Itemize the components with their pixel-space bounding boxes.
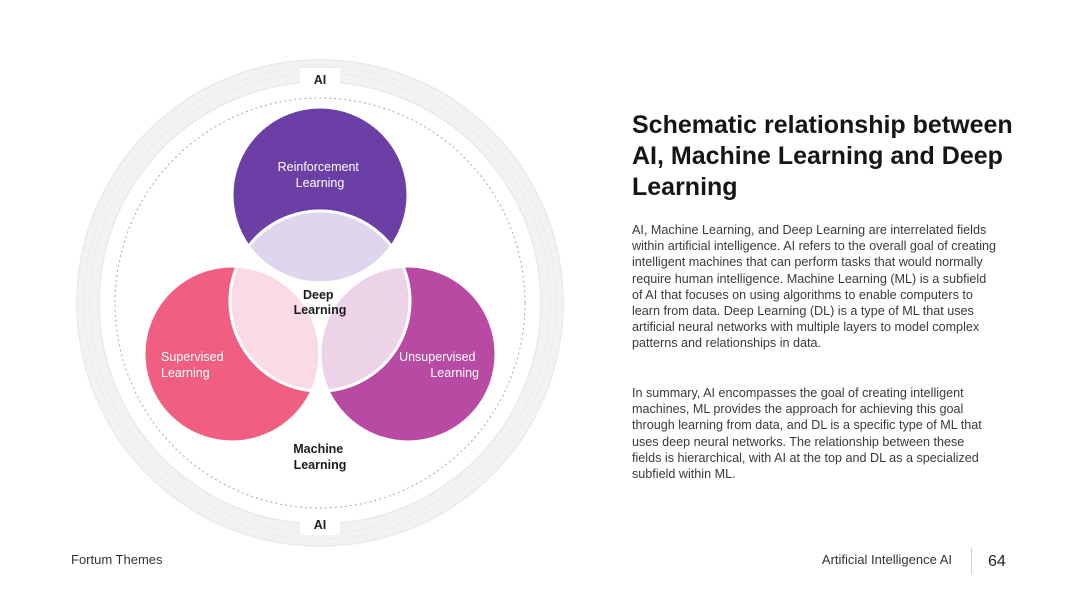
footer-section: Artificial Intelligence AI (821, 552, 952, 567)
ai-outer-ring (76, 59, 564, 547)
reinforcement-label: Reinforcement Learning (278, 160, 363, 190)
footer-divider (971, 548, 972, 574)
unsupervised-label: Unsupervised Learning (399, 350, 479, 380)
slide-title: Schematic relationship between AI, Machi… (632, 111, 1013, 201)
ml-dashed-boundary (114, 97, 526, 509)
ai-label-bottom: AI (314, 518, 327, 532)
description-paragraph-1: AI, Machine Learning, and Deep Learning … (632, 223, 997, 351)
description-paragraph-2: In summary, AI encompasses the goal of c… (632, 386, 982, 482)
footer-brand: Fortum Themes (71, 552, 163, 567)
page-number: 64 (988, 553, 1006, 570)
ai-ml-dl-diagram: AI AI Reinforcement Learning Supervised … (76, 59, 564, 547)
supervised-label: Supervised Learning (161, 350, 227, 380)
deep-learning-label: Deep Learning (294, 288, 347, 317)
ai-label-top: AI (314, 73, 327, 87)
machine-learning-label: Machine Learning (293, 442, 347, 472)
